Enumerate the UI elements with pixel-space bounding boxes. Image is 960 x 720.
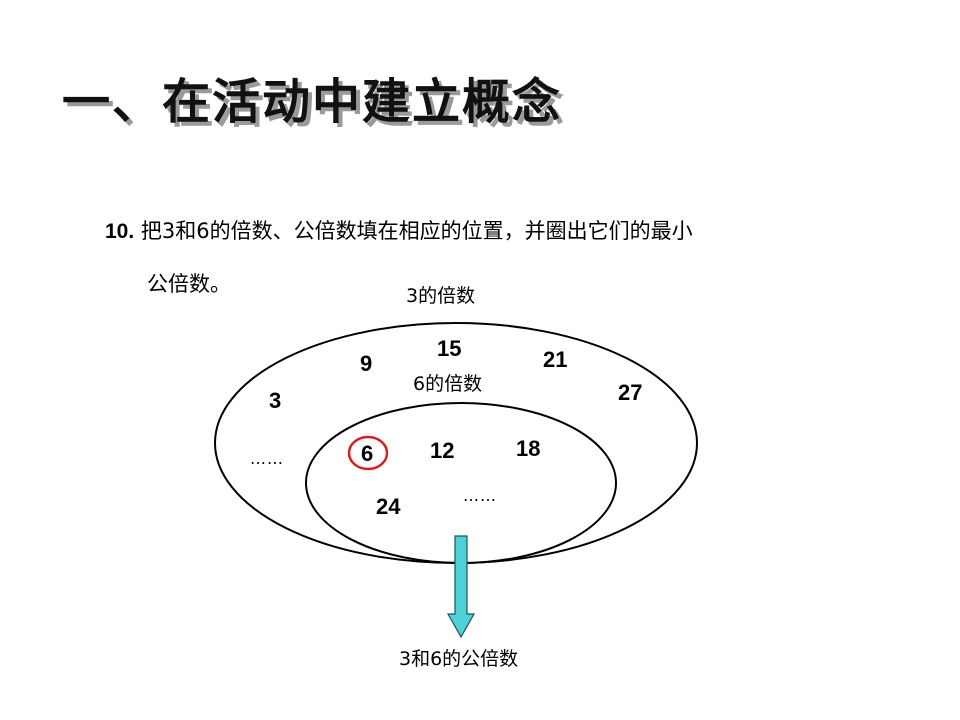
outer-ellipsis: …… xyxy=(250,449,284,468)
question-line-1-text: 把3和6的倍数、公倍数填在相应的位置，并圈出它们的最小 xyxy=(134,219,693,243)
slide-title: 一、在活动中建立概念 xyxy=(62,74,563,130)
question-text: 10. 把3和6的倍数、公倍数填在相应的位置，并圈出它们的最小 公倍数。 xyxy=(105,205,865,310)
question-line-2: 公倍数。 xyxy=(147,272,231,296)
outer-number-15: 15 xyxy=(437,336,461,361)
outer-number-9: 9 xyxy=(360,351,372,376)
outer-number-27: 27 xyxy=(618,380,642,405)
inner-number-6: 6 xyxy=(361,441,373,466)
outer-number-3: 3 xyxy=(269,388,281,413)
lcm-circle xyxy=(347,435,389,471)
inner-ellipsis: …… xyxy=(463,486,497,505)
inner-number-24: 24 xyxy=(376,494,401,519)
question-line-1: 10. 把3和6的倍数、公倍数填在相应的位置，并圈出它们的最小 xyxy=(105,205,865,258)
arrow-caption: 3和6的公倍数 xyxy=(399,648,518,670)
outer-number-21: 21 xyxy=(543,347,567,372)
question-number: 10. xyxy=(105,220,135,243)
inner-caption: 6的倍数 xyxy=(413,373,482,395)
inner-number-18: 18 xyxy=(516,436,540,461)
inner-number-12: 12 xyxy=(430,438,454,463)
down-arrow-icon xyxy=(446,535,476,639)
outer-caption: 3的倍数 xyxy=(406,285,475,307)
